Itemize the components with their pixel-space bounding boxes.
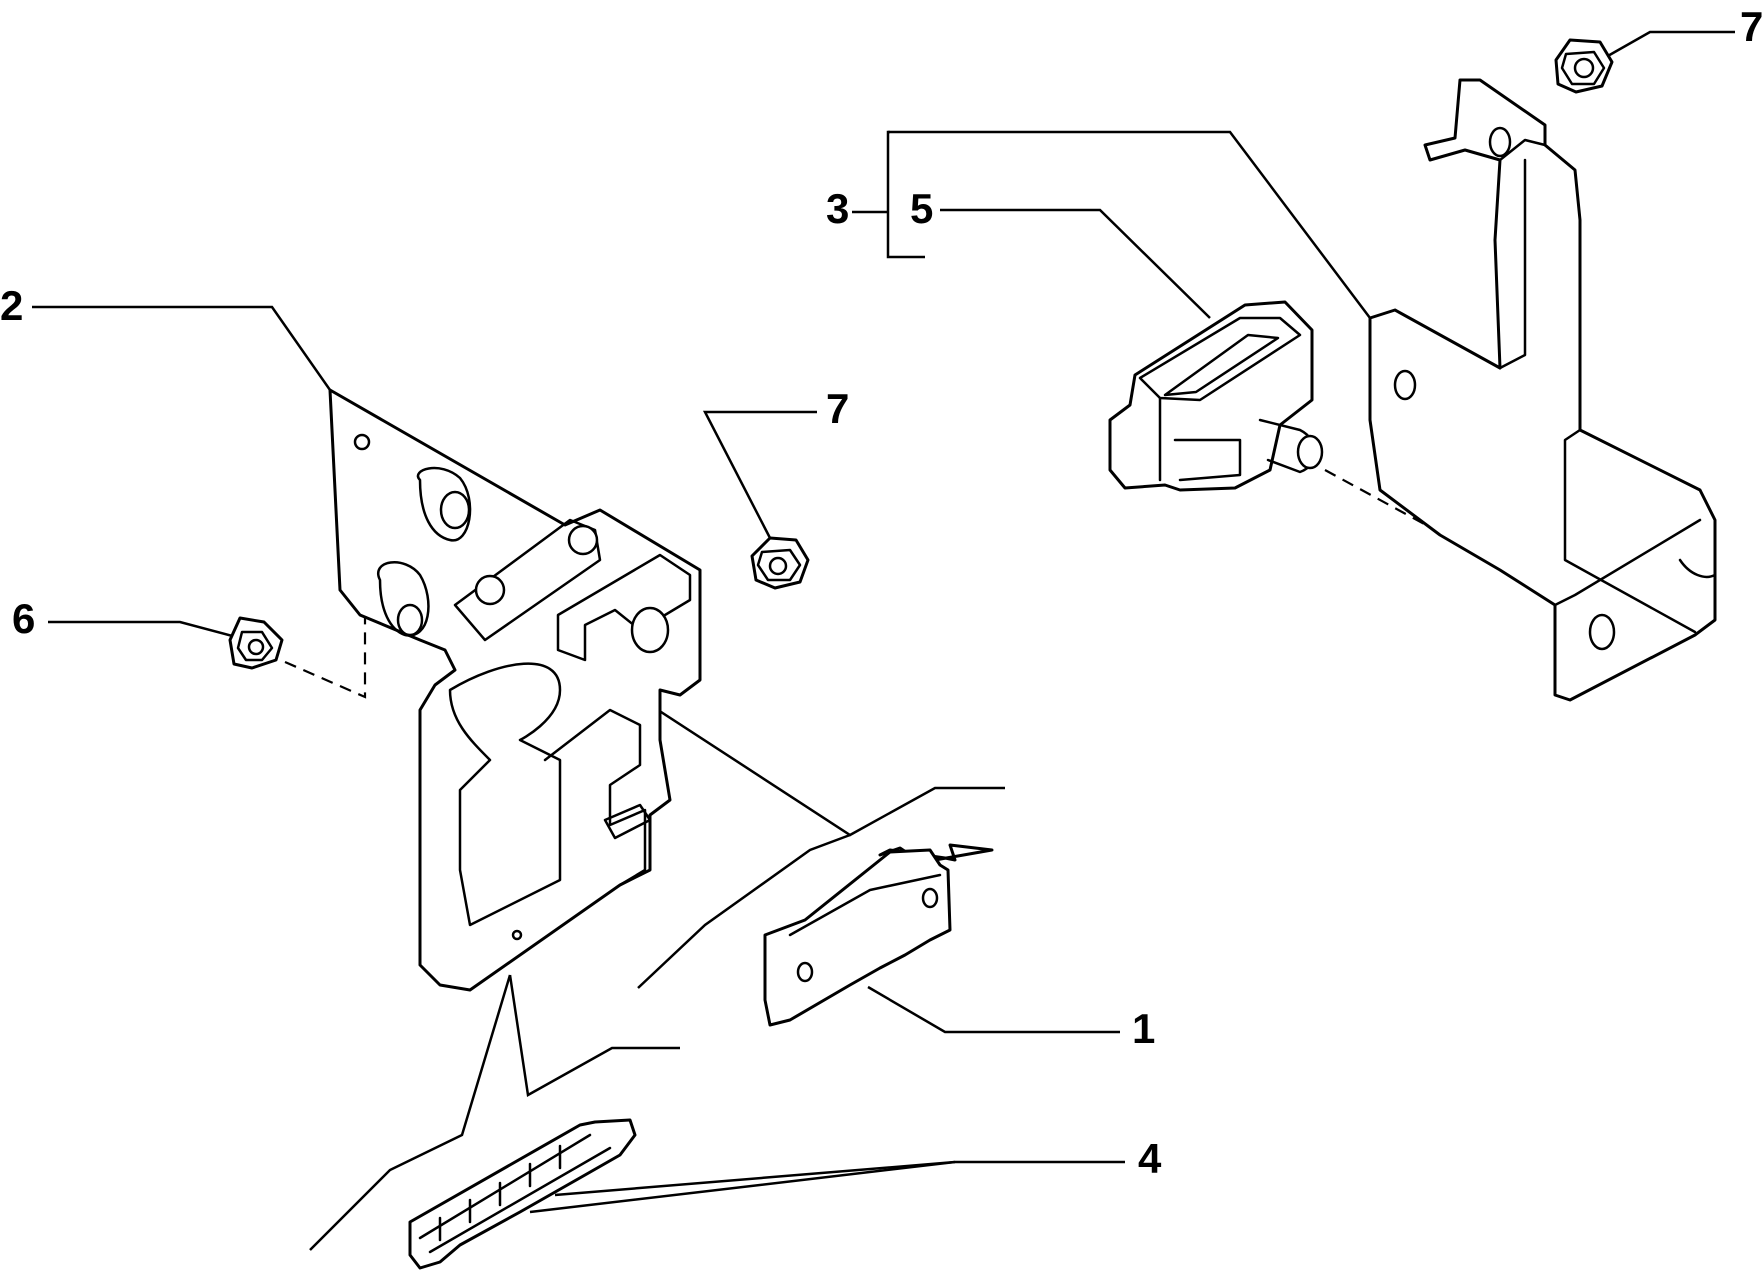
leader-2 xyxy=(32,305,332,391)
mounting-plate-icon xyxy=(328,388,702,992)
plate-hole-upper xyxy=(439,490,471,530)
callout-1: 1 xyxy=(1132,1005,1156,1052)
bracket1-hole-left xyxy=(796,961,814,983)
pin-knuckles xyxy=(438,1144,562,1242)
bracket-assembly-icon xyxy=(1368,78,1717,702)
hinge-pin-icon xyxy=(408,1118,637,1270)
leader-5 xyxy=(940,208,1211,319)
bracket-fold-bottom xyxy=(1563,428,1697,634)
pin-lower-edge xyxy=(428,1146,612,1254)
leader-4 xyxy=(529,1160,1125,1214)
bracket1-hole-right xyxy=(921,887,939,909)
bracket-fold-mid xyxy=(1498,158,1527,370)
leader-1 xyxy=(867,985,1120,1034)
leader-7-top xyxy=(1605,30,1735,59)
callout-6: 6 xyxy=(12,595,36,642)
plate-hole-bottom xyxy=(511,929,523,941)
leader-4b xyxy=(554,1160,956,1197)
plate-knuckle xyxy=(453,518,602,642)
plane-line-4a xyxy=(508,974,680,1097)
plate-hinge-hole xyxy=(630,606,670,654)
bracket-hole-mid xyxy=(1393,369,1417,401)
leader-3-to-bracket xyxy=(888,130,1371,319)
plate-slot xyxy=(603,803,652,840)
plane-line-1b xyxy=(637,833,851,989)
housing-stud-end xyxy=(1296,434,1324,470)
plate-boss-lower xyxy=(377,561,430,637)
plate-hole-lower xyxy=(396,603,424,637)
pin-ridge xyxy=(418,1133,592,1240)
alignment-lines xyxy=(309,693,1005,1251)
hinge-bracket-small-icon xyxy=(763,843,994,1027)
plate-cutout xyxy=(448,662,562,927)
housing-icon xyxy=(1108,300,1324,492)
leader-7-mid xyxy=(702,410,817,539)
callout-5: 5 xyxy=(910,185,934,232)
leader-6 xyxy=(48,620,241,640)
bracket-hole-bottom xyxy=(1588,613,1616,651)
plane-line-4b xyxy=(309,974,512,1251)
housing-clip xyxy=(1173,438,1242,482)
callout-7-top: 7 xyxy=(1740,3,1764,50)
plate-knuckle-pin-1 xyxy=(474,574,506,606)
plane-line-1a xyxy=(634,693,1005,837)
bracket-fold-top xyxy=(1498,138,1547,162)
housing-inner xyxy=(1163,333,1280,397)
plate-boss-upper xyxy=(416,466,472,542)
callout-2: 2 xyxy=(0,282,24,329)
hex-nut-icon xyxy=(228,616,284,670)
bracket-hole-top xyxy=(1488,126,1512,158)
bracket1-fold xyxy=(788,873,942,937)
plate-knuckle-pin-2 xyxy=(567,524,599,556)
callout-4: 4 xyxy=(1138,1135,1162,1182)
plate-hinge-flange xyxy=(556,553,692,662)
hex-nut-icon xyxy=(1554,38,1614,94)
plate-tab xyxy=(543,708,647,887)
callout-7-mid: 7 xyxy=(826,385,850,432)
bracket-fold-foot xyxy=(1553,518,1702,607)
leader-lines xyxy=(32,30,1735,1214)
bracket-notch xyxy=(1678,558,1717,579)
callout-3: 3 xyxy=(826,185,850,232)
hex-nut-icon xyxy=(750,536,810,590)
plate-hole-small xyxy=(353,433,371,451)
